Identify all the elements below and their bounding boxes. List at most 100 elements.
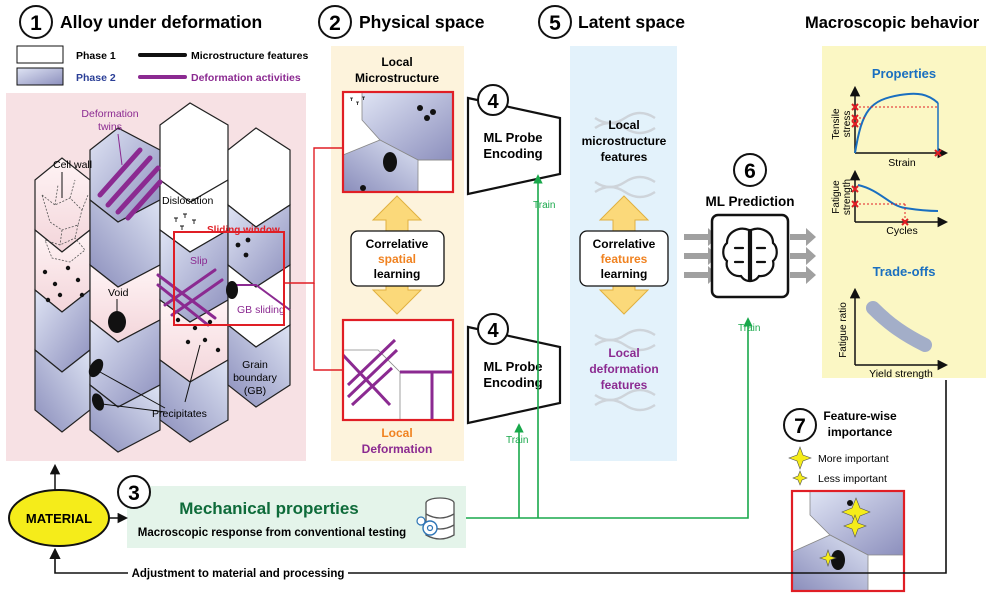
spatial-learning-box: Correlative spatial learning <box>350 230 445 287</box>
svg-text:1: 1 <box>30 12 42 35</box>
svg-text:Less important: Less important <box>818 473 887 485</box>
svg-text:Deformation activities: Deformation activities <box>191 72 301 84</box>
svg-text:Cycles: Cycles <box>886 225 918 237</box>
svg-text:Encoding: Encoding <box>483 146 542 161</box>
slip-label: Slip <box>190 255 208 267</box>
svg-text:Phase 2: Phase 2 <box>76 72 116 84</box>
svg-text:Latent space: Latent space <box>578 12 685 32</box>
latent-micro-label-1: Local <box>608 118 639 132</box>
latent-micro-label-2: microstructure <box>582 134 667 148</box>
section-1-header: 1 Alloy under deformation <box>19 5 262 39</box>
svg-text:Physical space: Physical space <box>359 12 485 32</box>
star-small-icon <box>792 470 808 486</box>
grain <box>227 323 291 408</box>
svg-text:Tensile: Tensile <box>831 108 842 140</box>
grain-boundary-label-1: Grain <box>242 359 268 371</box>
precipitate-large <box>91 393 105 411</box>
adjustment-label: Adjustment to material and processing <box>132 568 345 580</box>
svg-text:More important: More important <box>818 453 889 465</box>
svg-text:ML Probe: ML Probe <box>484 359 543 374</box>
grain-boundary-label-2: boundary <box>233 372 278 384</box>
svg-text:Phase 1: Phase 1 <box>76 50 116 62</box>
macro-panel <box>822 46 986 378</box>
latent-def-label-2: deformation <box>589 362 658 376</box>
latent-def-label-3: features <box>601 378 648 392</box>
ml-probe-encoder-top: 4 ML Probe Encoding <box>466 84 562 196</box>
train-label-bottom: Train <box>506 435 528 446</box>
svg-text:Fatigue: Fatigue <box>831 180 842 214</box>
window-connector <box>284 147 343 371</box>
precipitate-large <box>88 358 104 378</box>
svg-text:Correlative: Correlative <box>593 237 656 251</box>
star-large-icon <box>788 446 812 470</box>
section-2-header: 2 Physical space <box>318 5 485 39</box>
mechanical-header: 3 Mechanical properties Macroscopic resp… <box>117 475 406 539</box>
tensile-chart: Tensile stress Strain <box>831 85 949 169</box>
svg-text:Macroscopic response from conv: Macroscopic response from conventional t… <box>138 527 406 539</box>
svg-text:ML Probe: ML Probe <box>484 130 543 145</box>
precipitate-gb <box>226 281 238 299</box>
svg-text:features: features <box>601 252 648 266</box>
twins-leader <box>117 133 123 166</box>
svg-text:Fatigue ratio: Fatigue ratio <box>838 302 849 358</box>
material-node: MATERIAL <box>8 489 110 547</box>
feature-importance-header: 7 Feature-wise importance <box>783 408 897 442</box>
svg-text:5: 5 <box>549 12 561 35</box>
svg-text:stress: stress <box>842 111 853 138</box>
local-microstructure-window <box>341 90 455 194</box>
tradeoffs-label: Trade-offs <box>873 264 936 279</box>
void-label: Void <box>108 287 129 299</box>
train-label-prediction: Train <box>738 323 760 334</box>
database-gear-icon <box>416 497 455 540</box>
precipitate <box>245 237 251 243</box>
gb-sliding-line <box>228 284 291 311</box>
svg-text:spatial: spatial <box>378 252 416 266</box>
svg-text:4: 4 <box>487 320 499 342</box>
grain-honeycomb <box>34 102 291 453</box>
svg-text:Feature-wise: Feature-wise <box>823 409 897 423</box>
adjustment-label-bg <box>128 562 348 582</box>
brain-icon <box>722 227 778 283</box>
feedback-loop <box>792 380 947 574</box>
precipitates <box>42 265 221 353</box>
output-arrows <box>790 228 816 284</box>
grain-boundary-label-3: (GB) <box>244 385 266 397</box>
precipitates-leaders <box>99 344 201 413</box>
ml-probe-encoder-bottom: 4 ML Probe Encoding <box>466 313 562 425</box>
twins-label-1: Deformation <box>81 108 138 120</box>
latent-micro-label-3: features <box>601 150 648 164</box>
svg-text:importance: importance <box>828 425 893 439</box>
void <box>108 311 126 333</box>
mechanical-panel <box>127 486 466 548</box>
svg-text:Strain: Strain <box>888 157 916 169</box>
svg-text:ML Prediction: ML Prediction <box>705 194 794 209</box>
importance-window <box>790 489 906 593</box>
local-micro-label-2: Microstructure <box>355 71 439 85</box>
ml-prediction-header: 6 ML Prediction <box>705 153 795 209</box>
grain <box>89 383 161 453</box>
local-micro-label-1: Local <box>381 55 412 69</box>
gb-sliding-label: GB sliding <box>237 304 285 316</box>
tradeoff-chart: Fatigue ratio Yield strength <box>838 287 949 380</box>
svg-text:MATERIAL: MATERIAL <box>26 511 92 526</box>
svg-text:7: 7 <box>794 415 806 438</box>
local-def-label-1: Local <box>381 426 412 440</box>
section-5-header: 5 Latent space <box>538 5 685 39</box>
dislocations <box>174 213 196 230</box>
dna-watermark <box>594 111 656 412</box>
slip-bands <box>156 268 224 327</box>
svg-text:3: 3 <box>128 482 140 505</box>
svg-text:Encoding: Encoding <box>483 375 542 390</box>
legend: Phase 1 Phase 2 Microstructure features … <box>16 45 308 86</box>
input-arrows <box>684 228 718 284</box>
precipitate <box>243 252 249 258</box>
importance-legend: More important Less important <box>788 446 889 486</box>
svg-text:Yield strength: Yield strength <box>869 368 933 380</box>
svg-text:Alloy under deformation: Alloy under deformation <box>60 12 262 32</box>
properties-label: Properties <box>872 66 936 81</box>
twins-label-2: twins <box>98 121 122 133</box>
sliding-window-label: Sliding window <box>207 225 280 236</box>
svg-text:6: 6 <box>744 160 756 183</box>
